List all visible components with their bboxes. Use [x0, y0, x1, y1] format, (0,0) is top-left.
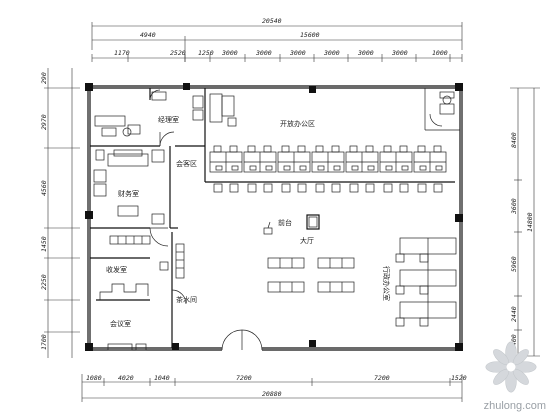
dim-top-3-5: 3000 — [289, 49, 306, 57]
room-label-manager: 经理室 — [158, 115, 179, 124]
toilet — [439, 91, 455, 115]
zhulong-flower-logo — [485, 341, 537, 393]
dim-left-5: 1700 — [40, 334, 48, 350]
room-label-admin: 行政办公室 — [382, 266, 391, 301]
workstation — [209, 145, 243, 193]
dim-top-3-4: 3000 — [255, 49, 272, 57]
outer-walls — [87, 85, 463, 351]
dim-top-3-7: 3000 — [357, 49, 374, 57]
room-label-pantry: 茶水间 — [176, 295, 197, 304]
room-label-front-desk: 前台 — [278, 218, 292, 227]
room-label-finance: 财务室 — [118, 189, 139, 198]
room-label-lobby: 大厅 — [300, 236, 314, 245]
room-label-open-office: 开放办公区 — [280, 119, 315, 128]
room-label-reception: 会客区 — [176, 159, 197, 168]
workstation — [379, 145, 413, 193]
doors — [149, 89, 443, 351]
dim-top-3-9: 1000 — [432, 49, 448, 57]
dim-left-3: 1450 — [40, 236, 48, 252]
workstation — [413, 145, 447, 193]
structural-columns — [85, 83, 463, 351]
dim-right-2: 5960 — [510, 256, 518, 272]
room-label-mail: 收发室 — [106, 265, 127, 274]
lobby-area: 前台 大厅 — [263, 214, 355, 293]
dim-right-3: 2440 — [510, 306, 518, 322]
dim-bottom-0: 1080 — [86, 374, 102, 382]
dim-right-0: 8400 — [510, 132, 518, 148]
manager-room: 经理室 — [94, 91, 179, 137]
dim-top-overall: 20540 — [262, 17, 282, 25]
dim-bottom-1: 4020 — [118, 374, 134, 382]
dim-left-2: 4560 — [40, 180, 48, 196]
admin-desks: 行政办公室 — [382, 237, 457, 327]
bottom-dimensions: 1080 4020 1040 7200 7200 1520 20880 — [81, 374, 467, 402]
dim-top-3-0: 1170 — [114, 49, 130, 57]
workstation — [345, 145, 379, 193]
dim-top-2b: 15600 — [300, 31, 320, 39]
dim-bottom-overall: 20880 — [262, 390, 282, 398]
dim-top-3-8: 3000 — [391, 49, 408, 57]
dim-left-1: 2970 — [40, 114, 48, 130]
dim-top-3-1: 2520 — [170, 49, 186, 57]
dim-top-3-3: 3000 — [221, 49, 238, 57]
dim-right-4: 2400 — [510, 334, 518, 350]
workstations: 开放办公区 — [209, 119, 447, 193]
interior-walls — [90, 88, 460, 348]
dim-bottom-2: 1040 — [154, 374, 170, 382]
workstation — [277, 145, 311, 193]
dim-right-overall: 14800 — [526, 212, 534, 232]
dim-top-3-6: 3000 — [323, 49, 340, 57]
right-dimensions: 8400 3600 5960 2440 2400 14800 — [510, 87, 540, 357]
workstation — [311, 145, 345, 193]
top-dimensions: 20540 4940 15600 1170 2520 1250 3000 300… — [91, 17, 463, 62]
lower-left-rooms: 收发室 茶水间 会议室 — [99, 235, 197, 351]
dim-top-2a: 4940 — [140, 31, 156, 39]
dim-top-3-2: 1250 — [198, 49, 214, 57]
dim-left-0: 290 — [40, 72, 48, 84]
dim-bottom-5: 1520 — [451, 374, 467, 382]
dim-right-1: 3600 — [510, 198, 518, 215]
executive-desk — [192, 93, 237, 127]
finance-room: 财务室 会客区 — [93, 149, 197, 225]
left-dimensions: 290 2970 4560 1450 2250 1700 — [40, 68, 80, 358]
room-label-meeting: 会议室 — [110, 319, 131, 328]
dim-bottom-3: 7200 — [236, 374, 252, 382]
watermark-text: zhulong.com — [483, 400, 546, 412]
dim-left-4: 2250 — [40, 274, 48, 290]
workstation — [243, 145, 277, 193]
dim-bottom-4: 7200 — [374, 374, 390, 382]
